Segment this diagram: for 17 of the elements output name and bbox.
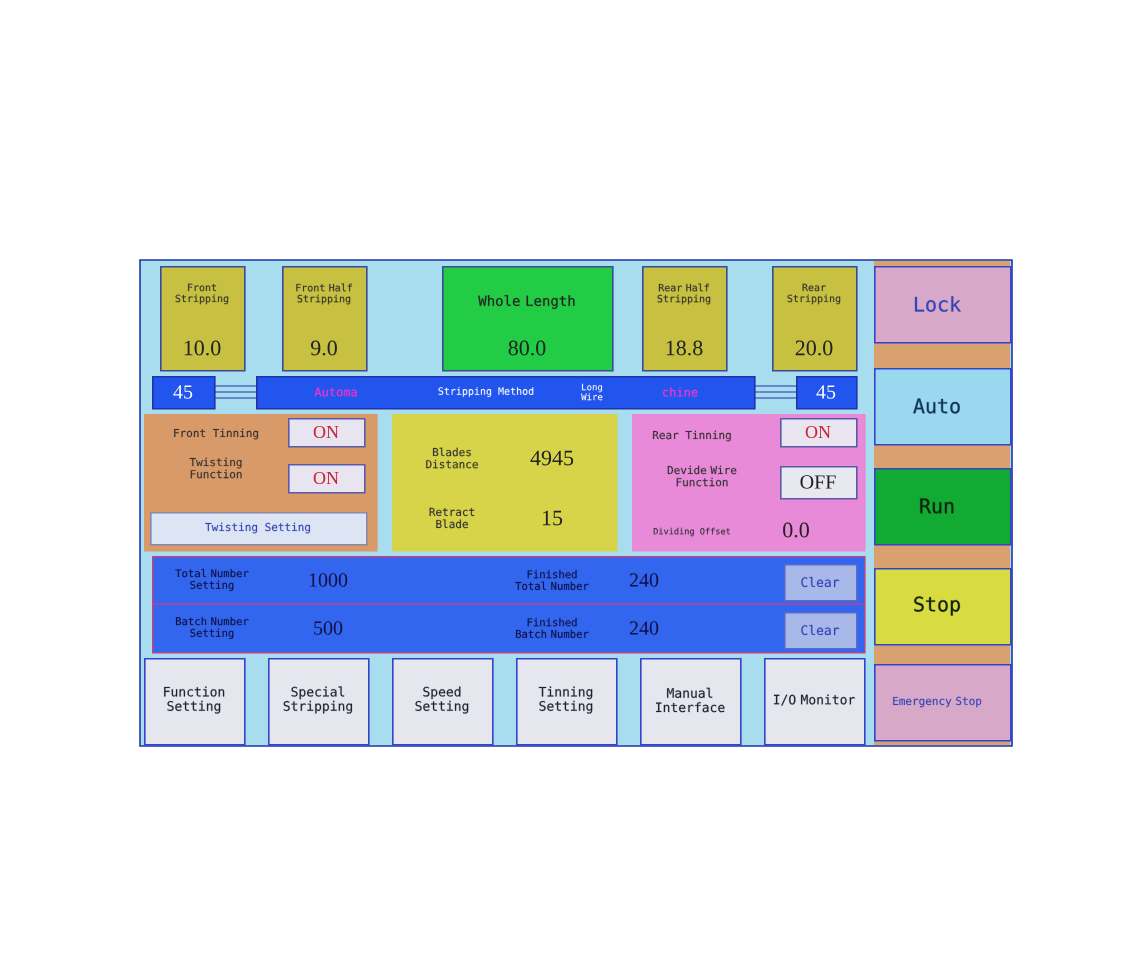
control-button: Auto (874, 368, 1012, 446)
toggle-button: ON (780, 418, 858, 448)
toggle-button: ON (288, 464, 366, 494)
value-readout: 240 (629, 621, 659, 635)
angle-box: 45 (796, 376, 858, 410)
control-button: Run (874, 468, 1012, 546)
toggle-button: OFF (780, 466, 858, 500)
control-button: Stop (874, 568, 1012, 646)
value-readout: 500 (314, 621, 343, 635)
value-readout: 240 (629, 573, 659, 587)
value-readout: 1000 (309, 573, 348, 587)
value-readout: 0.0 (783, 522, 809, 538)
control-button: Lock (874, 266, 1012, 344)
value-readout: 4945 (530, 450, 574, 466)
angle-box: 45 (152, 376, 216, 410)
toggle-button: ON (288, 418, 366, 448)
value-readout: 15 (542, 510, 563, 526)
